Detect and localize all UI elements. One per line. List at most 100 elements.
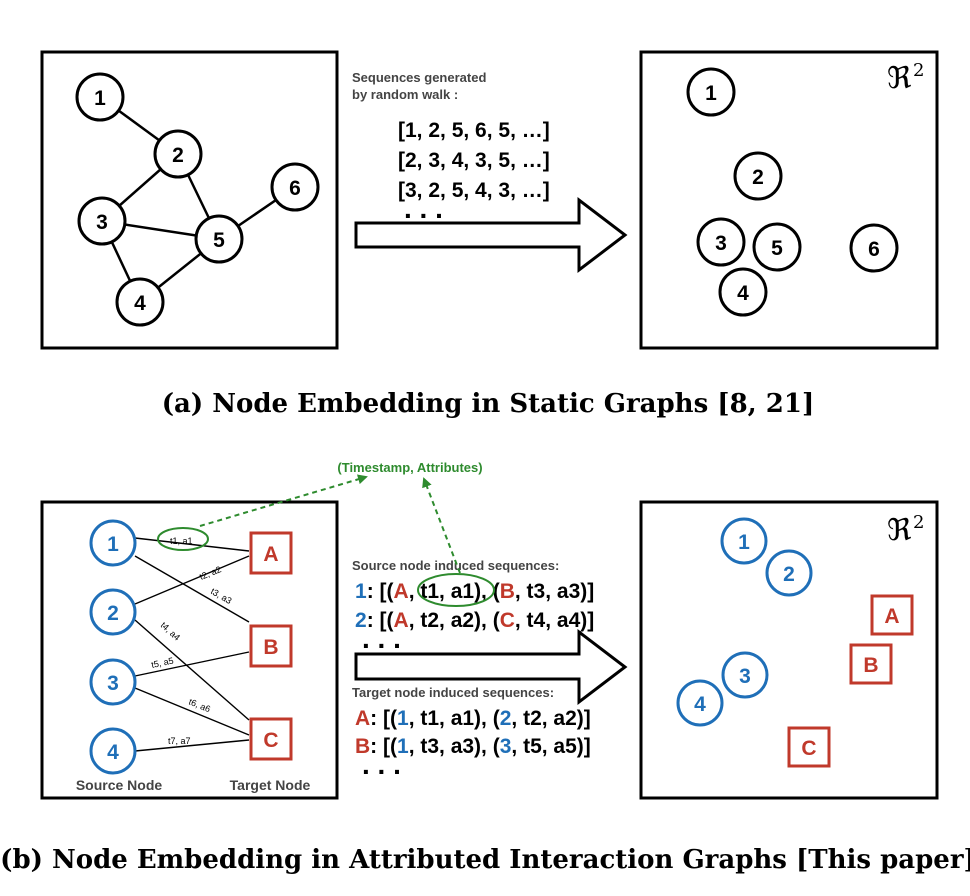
walk-label: Sequences generated: [352, 70, 486, 85]
edge-label: t2, a2: [198, 564, 223, 582]
target-node-caption: Target Node: [230, 777, 311, 793]
target-node: B: [249, 624, 293, 668]
target-nodes: A B C: [249, 531, 293, 761]
edge-2-A: [134, 555, 250, 605]
panel-a: 1 2 3 4 5 6 Sequences g: [40, 50, 939, 419]
space-exponent: 2: [913, 60, 924, 81]
embedded-node: 3: [696, 217, 746, 267]
svg-text:4: 4: [107, 741, 119, 764]
embedded-node: 1: [686, 67, 736, 117]
static-graph-box: [40, 50, 339, 350]
target-node: C: [249, 717, 293, 761]
embedded-target: C: [787, 726, 831, 768]
embedded-node: 3: [721, 651, 769, 699]
svg-text:6: 6: [289, 177, 301, 200]
interaction-edges: [134, 537, 250, 752]
highlight-ellipse: [157, 527, 209, 551]
graph-node: 1: [75, 72, 125, 122]
embedded-node: 4: [718, 267, 768, 317]
embedded-node: 2: [765, 549, 813, 597]
embedded-node: 1: [720, 517, 768, 565]
svg-text:3: 3: [739, 665, 751, 688]
target-seq-title: Target node induced sequences:: [352, 685, 554, 700]
embedded-node: 6: [849, 223, 899, 273]
svg-text:1: 1: [738, 531, 750, 554]
svg-text:6: 6: [868, 238, 880, 261]
sequence-ellipsis: . . .: [362, 749, 401, 780]
target-seq-line: B: [(1, t3, a3), (3, t5, a5)]: [355, 735, 591, 758]
space-symbol: ℜ: [887, 61, 912, 96]
sequence-highlight-ellipse: [417, 573, 495, 607]
target-seq-line: A: [(1, t1, a1), (2, t2, a2)]: [355, 707, 591, 730]
svg-text:4: 4: [134, 292, 146, 315]
embedding-space-box: [639, 500, 939, 800]
walk-label: by random walk :: [352, 87, 458, 102]
edge-label: t1, a1: [170, 536, 193, 546]
embedding-arrow: [354, 628, 628, 706]
embedded-target-nodes: A B C: [787, 594, 914, 768]
svg-text:1: 1: [107, 533, 119, 556]
edge-2-C: [134, 619, 250, 721]
svg-text:3: 3: [715, 232, 727, 255]
panel-b: (Timestamp, Attributes) t1, a1 t2, a2 t3…: [0, 460, 970, 875]
source-node: 1: [89, 519, 137, 567]
interaction-graph-box: [40, 500, 339, 800]
graph-node: 2: [153, 129, 203, 179]
svg-text:1: 1: [94, 87, 106, 110]
space-exponent: 2: [913, 512, 924, 533]
caption-a: (a) Node Embedding in Static Graphs [8, …: [162, 389, 815, 419]
source-node: 3: [89, 658, 137, 706]
static-graph-edges: [99, 95, 296, 303]
source-seq-line: 1: [(A, t1, a1), (B, t3, a3)]: [355, 580, 594, 603]
graph-node: 5: [194, 214, 244, 264]
svg-text:B: B: [263, 636, 278, 659]
svg-text:B: B: [863, 654, 878, 677]
callout-arrow: [422, 477, 461, 574]
svg-text:4: 4: [694, 693, 706, 716]
svg-text:2: 2: [783, 563, 795, 586]
edge-label: t3, a3: [209, 586, 234, 606]
graph-node: 6: [270, 162, 320, 212]
svg-text:C: C: [263, 729, 278, 752]
svg-text:1: 1: [705, 82, 717, 105]
graph-node: 3: [77, 196, 127, 246]
svg-text:2: 2: [107, 602, 119, 625]
embedded-node: 4: [676, 679, 724, 727]
edge-1-B: [134, 555, 250, 623]
embedded-target: A: [870, 594, 914, 636]
source-seq-line: 2: [(A, t2, a2), (C, t4, a4)]: [355, 609, 594, 632]
edge-3-C: [134, 687, 250, 736]
svg-text:4: 4: [737, 282, 749, 305]
svg-text:A: A: [263, 543, 278, 566]
embedded-node: 5: [752, 222, 802, 272]
callout-label: (Timestamp, Attributes): [337, 460, 482, 475]
edge-label: t5, a5: [150, 655, 174, 669]
sequence-ellipsis: . . .: [362, 623, 401, 654]
embedding-arrow: [354, 196, 628, 274]
edge-4-C: [134, 739, 250, 752]
source-node: 2: [89, 588, 137, 636]
target-node: A: [249, 531, 293, 575]
source-nodes: 1 2 3 4: [89, 519, 137, 775]
sequence-ellipsis: . . .: [404, 193, 443, 224]
static-graph-nodes: 1 2 3 4 5 6: [75, 72, 320, 327]
svg-text:5: 5: [213, 229, 225, 252]
source-seq-title: Source node induced sequences:: [352, 558, 559, 573]
graph-node: 4: [115, 277, 165, 327]
embedded-target: B: [849, 643, 893, 685]
callout-arrow: [199, 474, 368, 527]
embedded-node: 2: [733, 151, 783, 201]
sequence-line: [1, 2, 5, 6, 5, …]: [398, 119, 550, 142]
source-node-caption: Source Node: [76, 777, 163, 793]
svg-text:3: 3: [107, 672, 119, 695]
sequence-line: [2, 3, 4, 3, 5, …]: [398, 149, 550, 172]
embedding-space-box: [639, 50, 939, 350]
svg-text:2: 2: [752, 166, 764, 189]
edge-3-B: [134, 651, 250, 677]
svg-text:2: 2: [172, 144, 184, 167]
edge-label: t4, a4: [159, 620, 182, 643]
caption-b: (b) Node Embedding in Attributed Interac…: [0, 845, 970, 875]
svg-text:C: C: [801, 737, 816, 760]
svg-text:5: 5: [771, 237, 783, 260]
